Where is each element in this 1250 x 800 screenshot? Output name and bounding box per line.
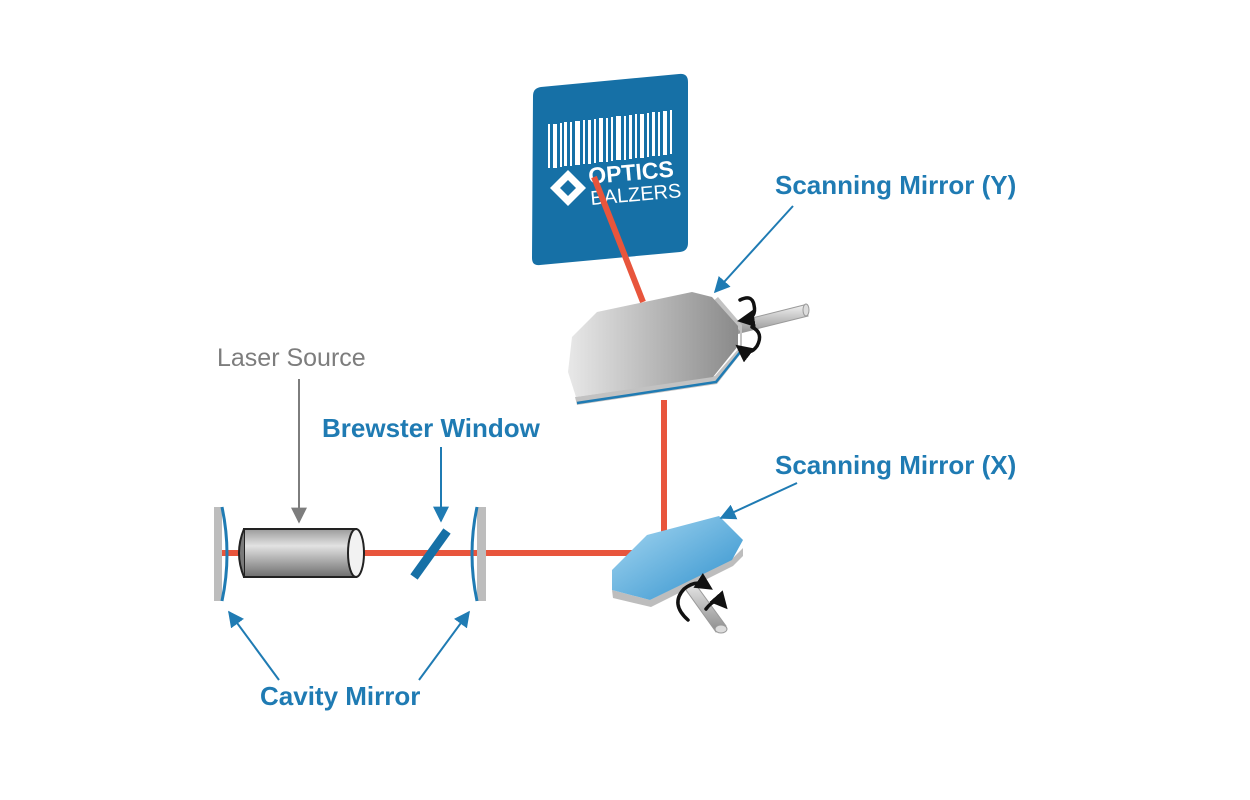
label-laser-source: Laser Source xyxy=(217,344,366,372)
brewster-window xyxy=(410,528,451,580)
callout-cavity-mirror-left xyxy=(228,610,280,681)
optics-balzers-logo-icon xyxy=(550,170,586,206)
callout-scanning-mirror-y xyxy=(713,205,794,294)
barcode-graphic xyxy=(548,110,672,168)
cavity-mirror-left xyxy=(214,506,229,602)
callout-scanning-mirror-x xyxy=(719,482,798,520)
label-cavity-mirror: Cavity Mirror xyxy=(260,681,420,711)
callout-cavity-mirror-right xyxy=(418,610,470,681)
rotation-arrow-y-icon xyxy=(735,296,762,363)
label-scanning-mirror-x: Scanning Mirror (X) xyxy=(775,450,1016,480)
label-brewster-window: Brewster Window xyxy=(322,413,541,443)
scanning-mirror-y xyxy=(568,292,810,405)
laser-tube xyxy=(238,528,365,578)
label-scanning-mirror-y: Scanning Mirror (Y) xyxy=(775,170,1016,200)
scanning-mirror-x xyxy=(612,516,743,634)
cavity-mirror-right xyxy=(470,506,486,602)
target-panel: OPTICS BALZERS xyxy=(532,73,688,266)
rotation-arrow-x-icon xyxy=(676,572,728,622)
